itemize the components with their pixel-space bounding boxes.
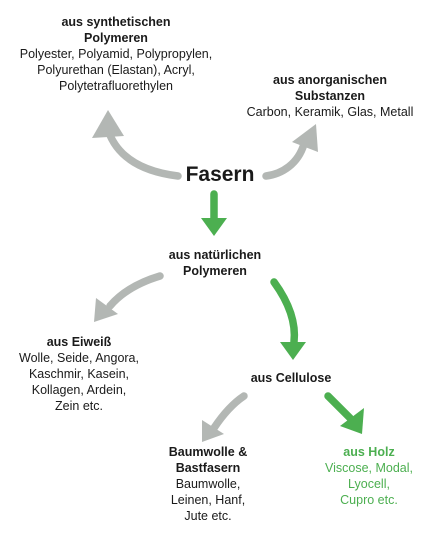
cotton-title-line1: Baumwolle & (168, 445, 248, 459)
wood-detail-line3: Cupro etc. (340, 493, 398, 507)
protein-detail-line1: Wolle, Seide, Angora, (19, 351, 139, 365)
protein-detail-line2: Kaschmir, Kasein, (28, 367, 130, 381)
wood-detail-line2: Lyocell, (348, 477, 390, 491)
synthetic-title-line1: aus synthetischen (61, 15, 171, 29)
node-cotton-bast: Baumwolle & Bastfasern Baumwolle, Leinen… (146, 444, 270, 524)
root-fasern: Fasern (185, 163, 255, 186)
protein-detail-line4: Zein etc. (55, 399, 103, 413)
synthetic-detail-line2: Polyurethan (Elastan), Acryl, (37, 63, 195, 77)
node-inorganic-substances: aus anorganischen Substanzen Carbon, Ker… (232, 72, 428, 120)
natural-title-line2: Polymeren (183, 264, 247, 278)
synthetic-detail-line3: Polytetrafluorethylen (59, 79, 173, 93)
cotton-detail-line3: Jute etc. (184, 509, 232, 523)
arrow-cellulose-to-cotton (202, 392, 248, 442)
cellulose-title: aus Cellulose (250, 371, 332, 385)
cotton-title-line2: Bastfasern (175, 461, 241, 475)
wood-detail-line1: Viscose, Modal, (324, 461, 413, 475)
synthetic-title-line2: Polymeren (84, 31, 148, 45)
arrow-natural-to-protein (94, 272, 164, 322)
natural-title-line1: aus natürlichen (168, 248, 262, 262)
synthetic-detail-line1: Polyester, Polyamid, Polypropylen, (19, 47, 213, 61)
arrow-fasern-to-inorganic (262, 124, 318, 180)
node-wood: aus Holz Viscose, Modal, Lyocell, Cupro … (308, 444, 430, 508)
node-synthetic-polymers: aus synthetischen Polymeren Polyester, P… (0, 14, 232, 94)
arrow-fasern-to-natural (201, 190, 227, 236)
node-cellulose: aus Cellulose (226, 370, 356, 386)
protein-detail-line3: Kollagen, Ardein, (31, 383, 127, 397)
inorganic-title-line1: aus anorganischen (273, 73, 387, 87)
inorganic-detail-line1: Carbon, Keramik, Glas, Metall (246, 105, 414, 119)
protein-title: aus Eiweiß (46, 335, 112, 349)
inorganic-title-line2: Substanzen (294, 89, 366, 103)
arrow-fasern-to-synthetic (92, 110, 182, 180)
node-natural-polymers: aus natürlichen Polymeren (140, 247, 290, 279)
cotton-detail-line2: Leinen, Hanf, (170, 493, 246, 507)
arrow-natural-to-cellulose (270, 278, 306, 360)
cotton-detail-line1: Baumwolle, (175, 477, 241, 491)
wood-title: aus Holz (343, 445, 395, 459)
arrow-cellulose-to-wood (324, 392, 364, 434)
node-protein: aus Eiweiß Wolle, Seide, Angora, Kaschmi… (0, 334, 158, 414)
